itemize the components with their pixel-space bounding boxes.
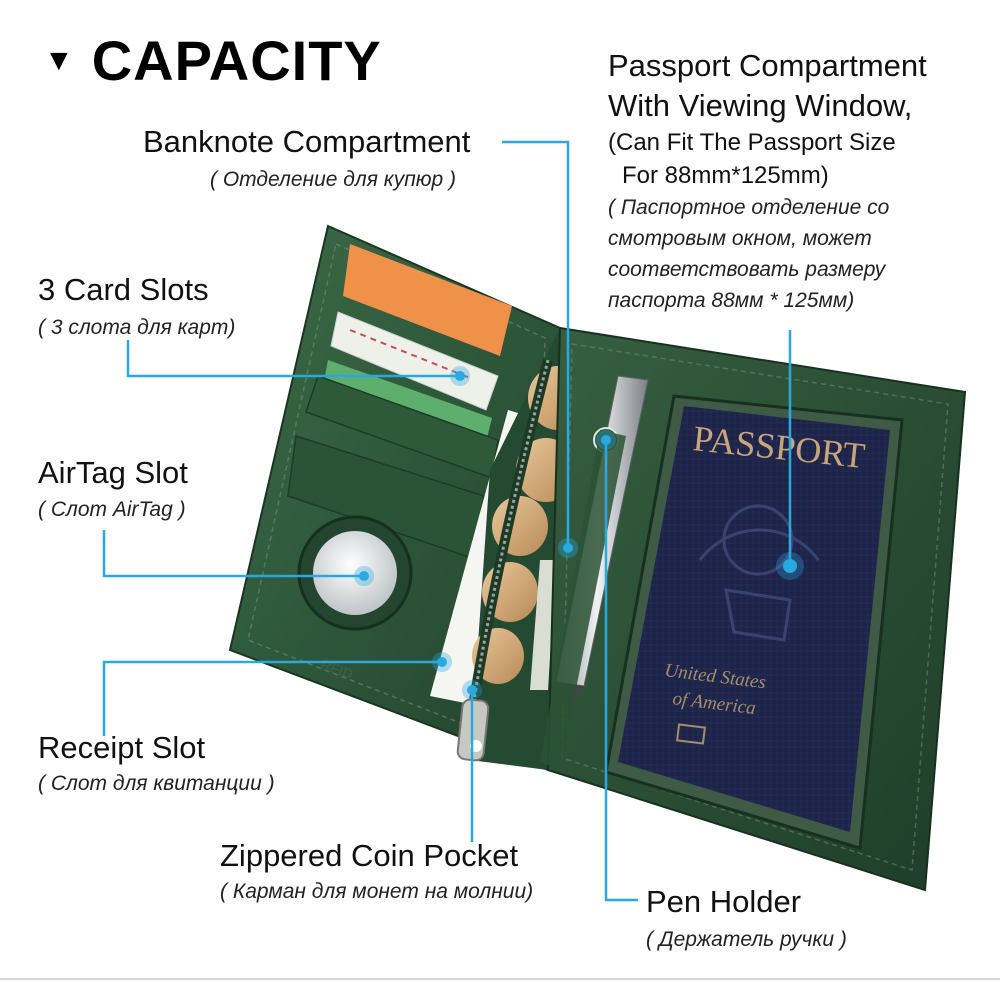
banknote-label-ru: ( Отделение для купюр ) [210, 168, 457, 191]
card-slots-label: 3 Card Slots [38, 272, 209, 307]
coin-pocket-label: Zippered Coin Pocket [220, 838, 519, 873]
airtag-label-ru: ( Слот AirTag ) [38, 498, 186, 521]
passport-label-ru-line2: смотровым окном, может [608, 227, 872, 250]
card-white [330, 311, 499, 411]
passport-label-ru-line1: ( Паспортное отделение со [608, 196, 890, 219]
passport-label-ru-line3: соответствовать размеру [608, 258, 886, 281]
callout-dots [354, 366, 804, 700]
callout-lines [102, 140, 792, 902]
passport-label-block: Passport Compartment With Viewing Window… [608, 46, 927, 316]
page-title-text: CAPACITY [91, 29, 382, 92]
pen-holder-label-ru: ( Держатель ручки ) [646, 928, 847, 951]
callout-banknote [502, 140, 570, 548]
receipt-label: Receipt Slot [38, 730, 206, 765]
page-title: ▼ CAPACITY [44, 28, 382, 93]
callout-pen [604, 440, 638, 902]
passport-label-line4: For 88mm*125mm) [622, 162, 829, 189]
pen-holder-label: Pen Holder [646, 884, 802, 919]
passport-label-line3: (Can Fit The Passport Size [608, 129, 896, 156]
bottom-divider [0, 978, 1000, 980]
coin-pocket-label-ru: ( Карман для монет на молнии) [220, 880, 534, 903]
card-orange [343, 244, 512, 356]
airtag-label: AirTag Slot [38, 455, 188, 490]
airtag-disc [313, 531, 397, 615]
banknote-label: Banknote Compartment [143, 124, 471, 159]
passport-label-line2: With Viewing Window, [608, 88, 913, 123]
receipt-label-ru: ( Слот для квитанции ) [38, 772, 275, 795]
passport-eagle [698, 504, 820, 642]
chip-icon [676, 723, 706, 745]
callout-receipt [102, 660, 442, 736]
passport-label-ru-line4: паспорта 88мм * 125мм) [608, 289, 855, 312]
passport-label-line1: Passport Compartment [608, 48, 927, 83]
card-slots-label-ru: ( 3 слота для карт) [38, 316, 236, 339]
callout-card-slots [126, 340, 460, 378]
triangle-down-icon: ▼ [44, 43, 74, 77]
callout-airtag [102, 530, 364, 578]
